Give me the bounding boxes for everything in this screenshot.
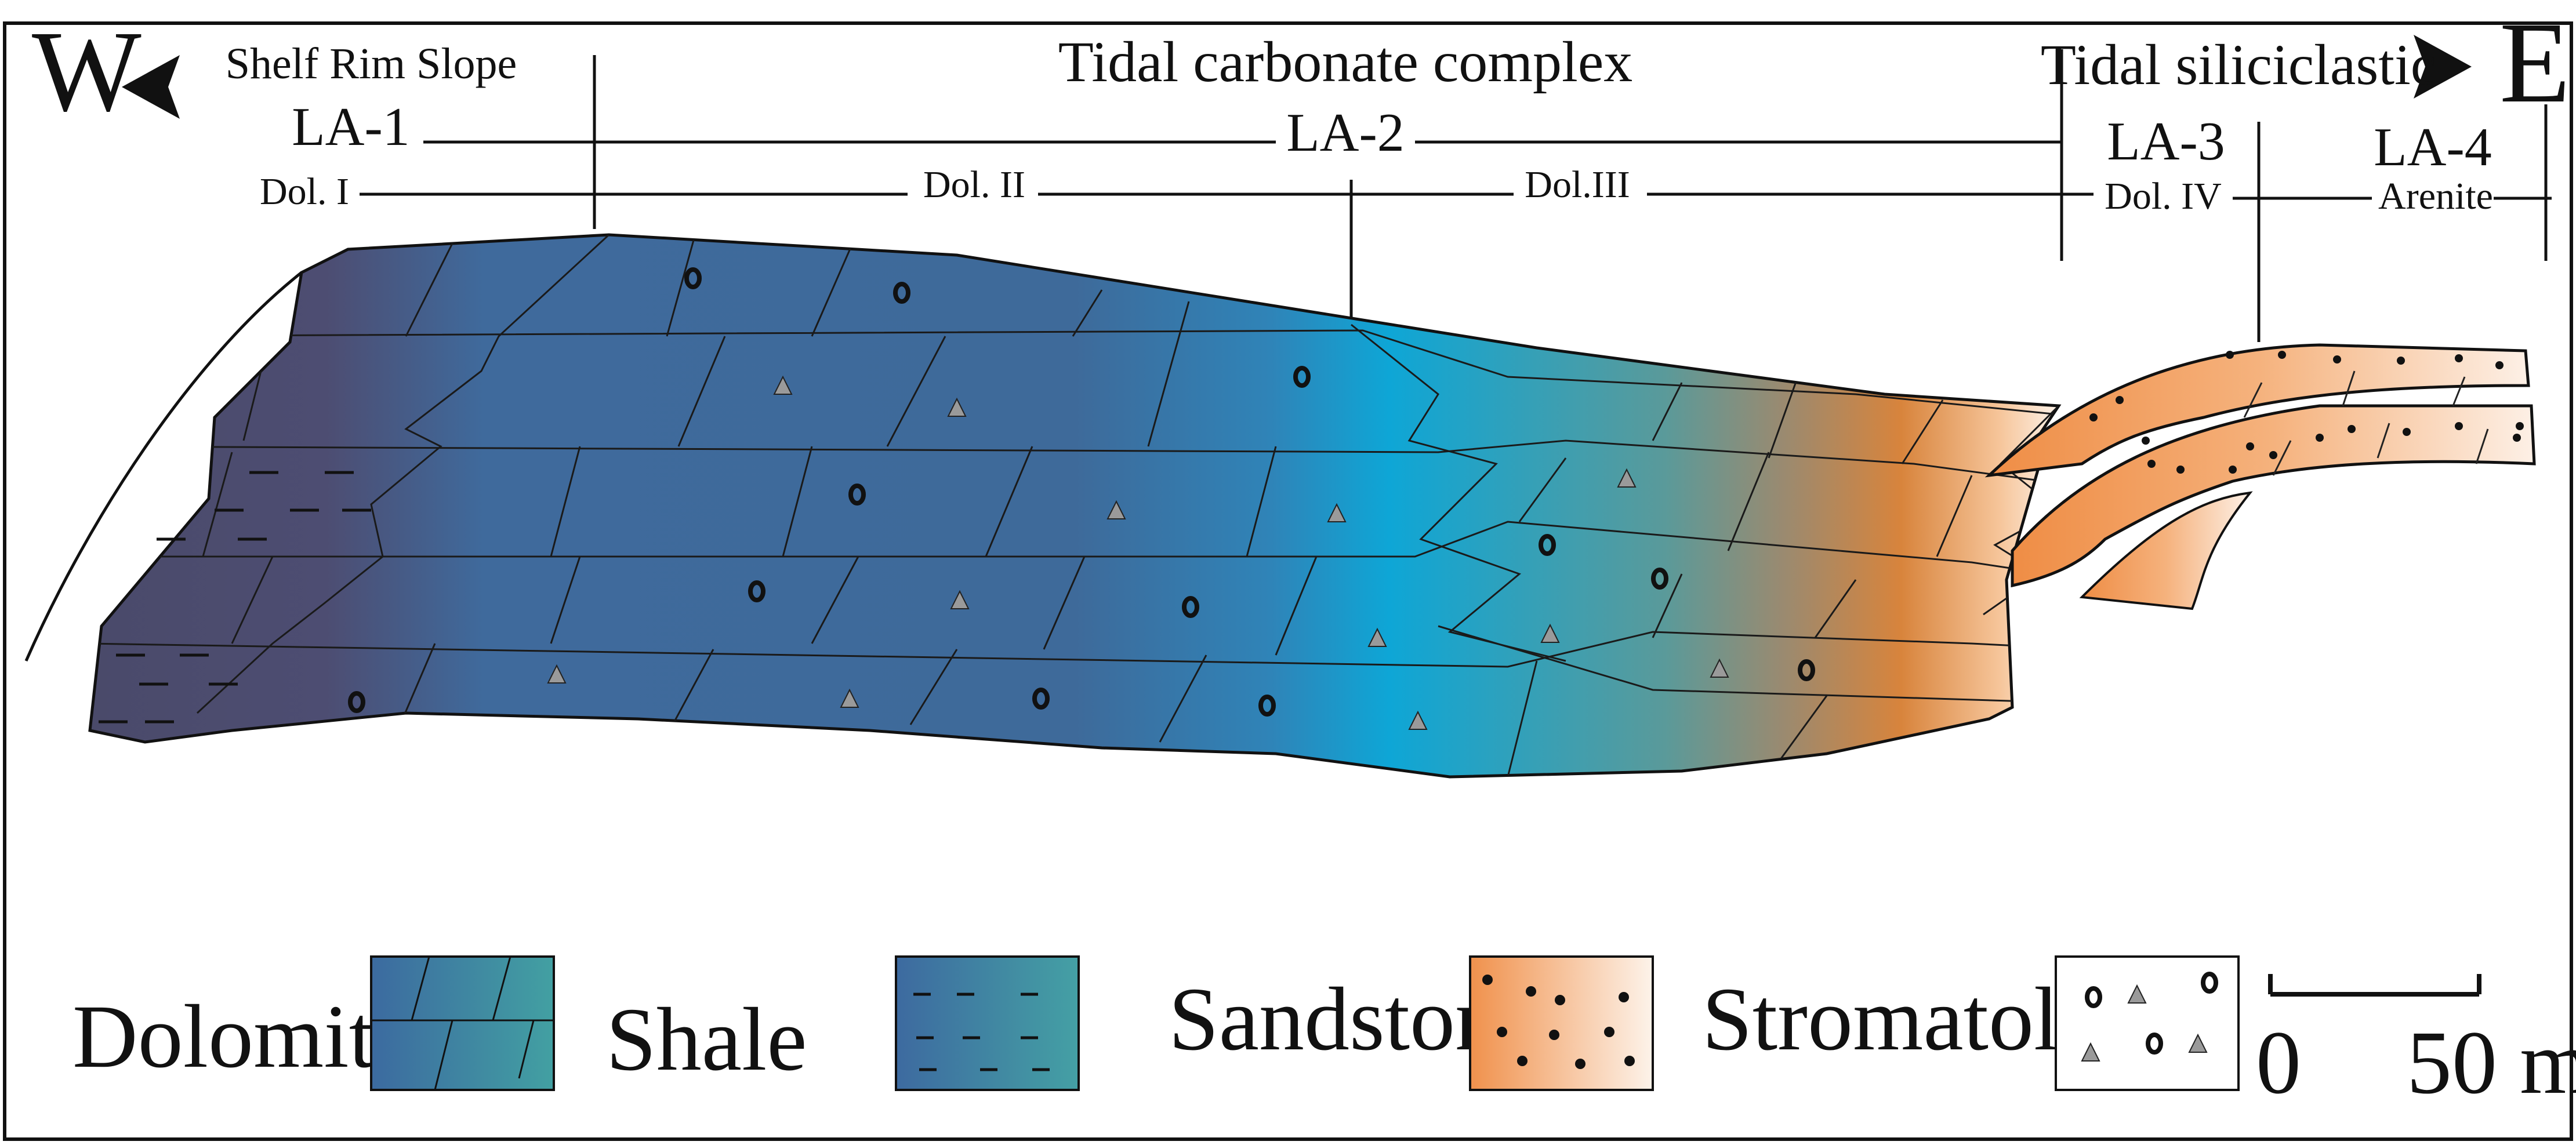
legend-dolomite-swatch: [370, 955, 555, 1091]
header-dividers: [360, 49, 2552, 342]
zone-shelf-rim-slope: Shelf Rim Slope: [226, 39, 517, 88]
unit-arenite: Arenite: [2378, 175, 2493, 217]
scale-bar: [2268, 974, 2481, 997]
legend-stromatolite-swatch: [2055, 955, 2240, 1091]
sandstone-body: [1984, 343, 2536, 610]
unit-dol2: Dol. II: [923, 163, 1025, 206]
legend-sandstone-swatch: [1469, 955, 1654, 1091]
scale-zero-label: 0: [2256, 1012, 2301, 1113]
legend-dolomite-label: Dolomite: [72, 986, 414, 1086]
legend-shale-label: Shale: [606, 989, 807, 1089]
assemblage-la1: LA-1: [292, 97, 410, 157]
unit-dol4: Dol. IV: [2105, 175, 2222, 217]
sandstone-dots: [2089, 351, 2524, 474]
unit-dol3: Dol.III: [1525, 163, 1630, 206]
west-label: W: [32, 8, 142, 136]
assemblage-la3: LA-3: [2107, 111, 2225, 172]
legend-shale-swatch: [895, 955, 1080, 1091]
figure-frame: [3, 21, 2573, 1141]
west-arrow-icon: [122, 55, 180, 119]
zone-tidal-siliciclastic: Tidal siliciclastic: [2041, 32, 2436, 97]
east-arrow-icon: [2414, 35, 2472, 99]
zone-tidal-carbonate: Tidal carbonate complex: [1058, 30, 1632, 94]
assemblage-la4: LA-4: [2374, 117, 2492, 177]
cross-section-body: [88, 233, 2062, 779]
legend: Dolomite Shale Sandstone Stromatolite: [72, 955, 2576, 1113]
east-label: E: [2499, 0, 2570, 127]
assemblage-la2: LA-2: [1286, 103, 1405, 163]
scale-max-label: 50 m: [2407, 1012, 2576, 1113]
stromatolite-triangles: [547, 375, 1729, 730]
stromatolite-circles: [348, 267, 1815, 717]
unit-dol1: Dol. I: [260, 170, 349, 213]
shale-marks: [99, 471, 371, 724]
shelf-slope-line: [24, 271, 303, 662]
